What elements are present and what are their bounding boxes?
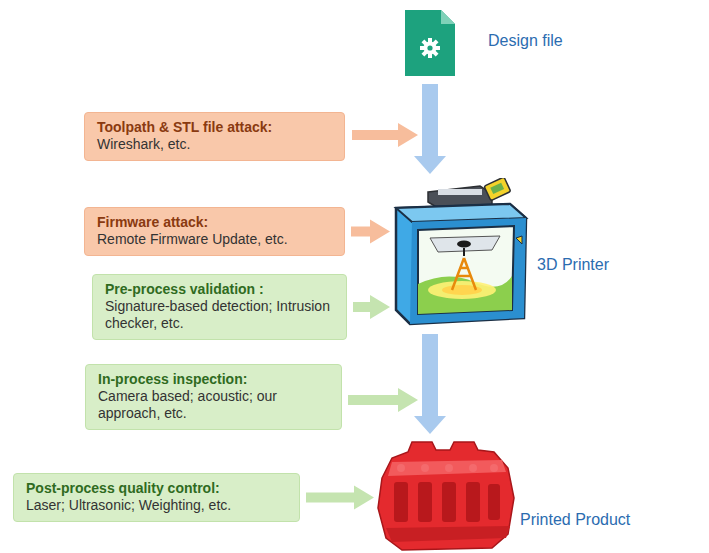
design-file-node: Design file bbox=[403, 8, 457, 78]
flow-arrow bbox=[351, 220, 390, 244]
box-heading: Pre-process validation : bbox=[105, 281, 336, 298]
attack-box: Firmware attack:Remote Firmware Update, … bbox=[84, 207, 345, 256]
box-heading: In-process inspection: bbox=[98, 371, 331, 388]
box-heading: Toolpath & STL file attack: bbox=[97, 119, 334, 136]
box-body: Wireshark, etc. bbox=[97, 136, 334, 153]
node-label: 3D Printer bbox=[537, 256, 609, 274]
flow-arrow bbox=[414, 334, 446, 434]
inspection-arrow bbox=[348, 388, 418, 412]
printer-node: 3D Printer bbox=[388, 178, 530, 328]
box-heading: Post-process quality control: bbox=[26, 480, 289, 497]
design-file-icon bbox=[403, 8, 457, 78]
node-label: Design file bbox=[488, 32, 563, 50]
flow-arrow bbox=[353, 295, 390, 319]
defense-box: Post-process quality control:Laser; Ultr… bbox=[13, 473, 300, 522]
defense-box: In-process inspection:Camera based; acou… bbox=[85, 364, 342, 430]
engine-block-illustration bbox=[372, 438, 520, 553]
box-body: Remote Firmware Update, etc. bbox=[97, 231, 334, 248]
node-label: Printed Product bbox=[520, 511, 630, 529]
box-body: Camera based; acoustic; our approach, et… bbox=[98, 388, 331, 422]
product-node: Printed Product bbox=[372, 438, 520, 553]
flow-arrow bbox=[414, 84, 446, 174]
defense-box: Pre-process validation :Signature-based … bbox=[92, 274, 347, 340]
flow-arrow bbox=[306, 486, 374, 510]
attack-box: Toolpath & STL file attack:Wireshark, et… bbox=[84, 112, 345, 161]
box-body: Signature-based detection; Intrusion che… bbox=[105, 298, 336, 332]
printer-illustration bbox=[388, 178, 530, 328]
attack-arrow bbox=[352, 123, 418, 147]
box-heading: Firmware attack: bbox=[97, 214, 334, 231]
box-body: Laser; Ultrasonic; Weighting, etc. bbox=[26, 497, 289, 514]
